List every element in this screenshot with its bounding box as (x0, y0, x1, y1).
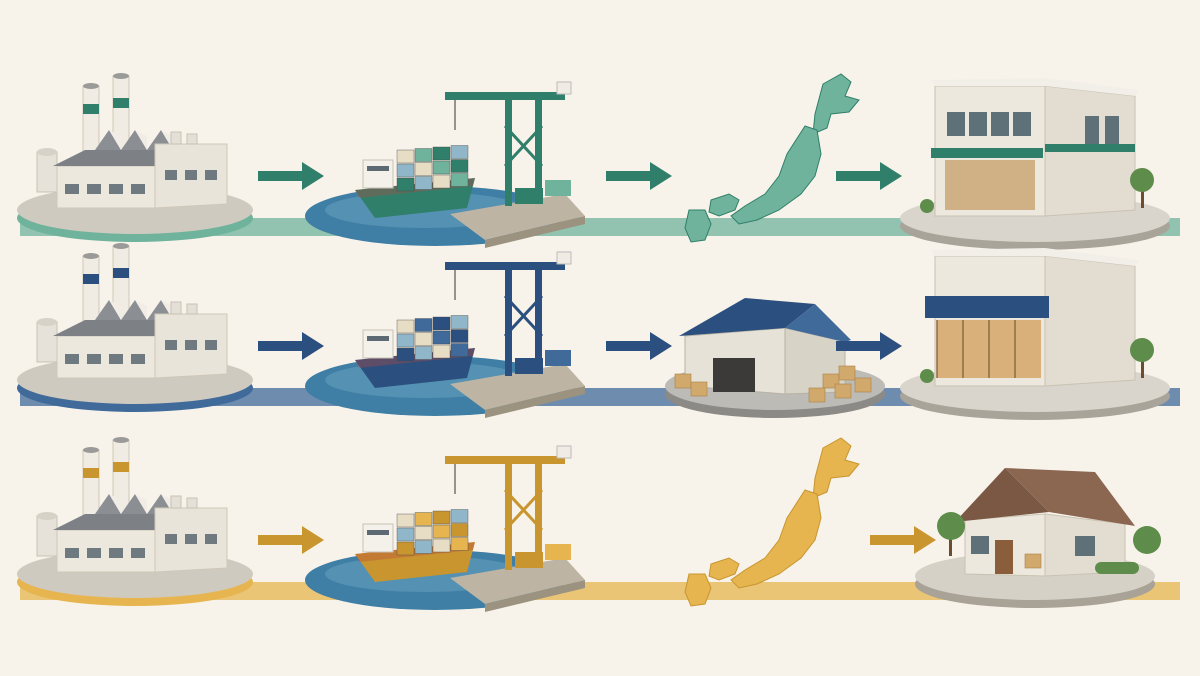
store-icon (900, 78, 1170, 250)
factory-icon (17, 437, 253, 606)
port-icon (305, 445, 585, 612)
warehouse-icon (665, 298, 885, 418)
factory-icon (17, 243, 253, 412)
port-icon (305, 251, 585, 418)
flow-arrow-icon (870, 526, 936, 554)
shop-icon (900, 248, 1170, 420)
flow-arrow-icon (258, 332, 324, 360)
port-icon (305, 81, 585, 248)
flow-arrow-icon (606, 332, 672, 360)
factory-icon (17, 73, 253, 242)
flow-arrow-icon (836, 332, 902, 360)
japan-map-icon (684, 73, 860, 243)
flow-row-japan-home (17, 437, 1180, 612)
flow-rows (17, 73, 1180, 612)
flow-arrow-icon (258, 162, 324, 190)
flow-arrow-icon (258, 526, 324, 554)
flow-row-warehouse-shop (17, 243, 1180, 420)
flow-arrow-icon (606, 162, 672, 190)
flow-arrow-icon (836, 162, 902, 190)
japan-map-icon (684, 437, 860, 607)
house-icon (915, 468, 1161, 608)
flow-row-japan-store (17, 73, 1180, 250)
